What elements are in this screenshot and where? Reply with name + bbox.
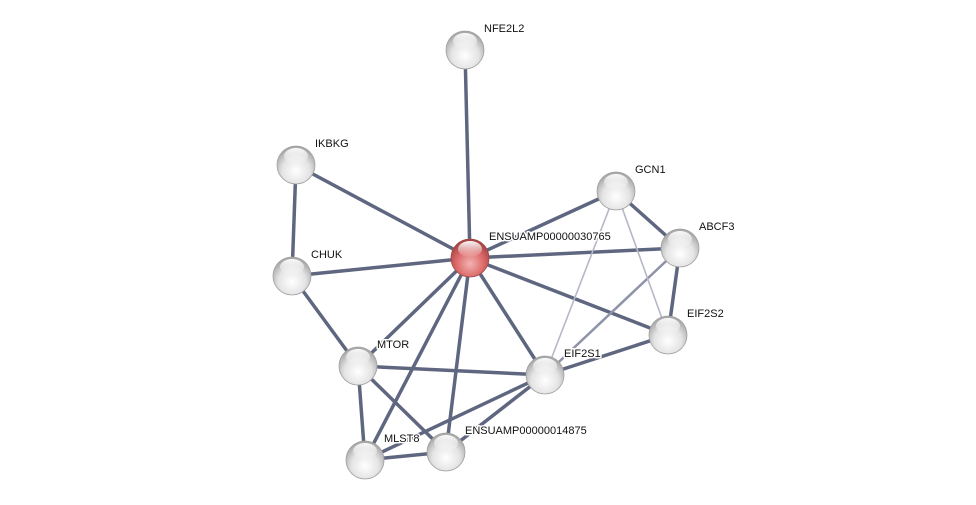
edge-mlst8-eif2s1[interactable] <box>364 373 546 462</box>
node-eif2s2[interactable]: EIF2S2 <box>648 307 725 355</box>
node-highlight <box>284 148 308 164</box>
edge-ensuamp00000030765-chuk[interactable] <box>291 256 471 278</box>
node-ensuamp00000014875[interactable]: ENSUAMP00000014875 <box>426 424 588 472</box>
node-eif2s1[interactable]: EIF2S1 <box>525 347 602 395</box>
node-label: ENSUAMP00000030765 <box>489 231 611 243</box>
edge-ensuamp00000030765-mlst8[interactable] <box>363 257 472 461</box>
node-label: ABCF3 <box>699 221 734 233</box>
edge-abcf3-eif2s1[interactable] <box>544 247 681 376</box>
edge-eif2s1-eif2s2[interactable] <box>544 333 669 377</box>
edge-mtor-eif2s1[interactable] <box>357 364 546 377</box>
node-chuk[interactable]: CHUK <box>272 248 344 296</box>
node-label: ENSUAMP00000014875 <box>465 425 587 437</box>
node-mlst8[interactable]: MLST8 <box>345 432 421 480</box>
node-label: EIF2S1 <box>564 348 601 360</box>
node-highlight <box>353 443 377 459</box>
edge-ensuamp00000030765-eif2s1[interactable] <box>468 257 547 376</box>
node-highlight <box>434 435 458 451</box>
node-ensuamp00000030765[interactable]: ENSUAMP00000030765 <box>450 230 612 278</box>
node-abcf3[interactable]: ABCF3 <box>660 220 736 268</box>
node-highlight <box>458 241 482 257</box>
node-label: IKBKG <box>315 138 349 150</box>
edge-ensuamp00000030765-eif2s2[interactable] <box>469 256 669 337</box>
node-highlight <box>346 349 370 365</box>
node-highlight <box>656 318 680 334</box>
node-mtor[interactable]: MTOR <box>338 338 411 386</box>
node-gcn1[interactable]: GCN1 <box>596 163 667 211</box>
node-highlight <box>533 358 557 374</box>
edge-ensuamp00000030765-ensuamp00000014875[interactable] <box>444 257 472 453</box>
edge-ensuamp00000030765-abcf3[interactable] <box>469 246 681 260</box>
node-highlight <box>604 174 628 190</box>
node-label: NFE2L2 <box>484 23 524 35</box>
node-label: MTOR <box>377 339 409 351</box>
node-highlight <box>280 259 304 275</box>
node-highlight <box>668 231 692 247</box>
node-label: EIF2S2 <box>687 308 724 320</box>
node-label: GCN1 <box>635 164 666 176</box>
node-highlight <box>453 33 477 49</box>
node-label: MLST8 <box>384 433 419 445</box>
edge-ensuamp00000014875-eif2s1[interactable] <box>444 373 547 454</box>
node-nfe2l2[interactable]: NFE2L2 <box>445 22 526 70</box>
edge-ensuamp00000030765-mtor[interactable] <box>356 256 472 368</box>
edge-ensuamp00000030765-nfe2l2[interactable] <box>463 49 472 259</box>
edge-mtor-ensuamp00000014875[interactable] <box>356 364 448 454</box>
node-label: CHUK <box>311 249 343 261</box>
edge-ensuamp00000030765-gcn1[interactable] <box>469 189 617 260</box>
edge-ensuamp00000030765-ikbkg[interactable] <box>295 163 471 260</box>
edge-gcn1-eif2s1[interactable] <box>544 190 617 376</box>
node-ikbkg[interactable]: IKBKG <box>276 137 350 185</box>
edge-gcn1-eif2s2[interactable] <box>615 190 669 336</box>
